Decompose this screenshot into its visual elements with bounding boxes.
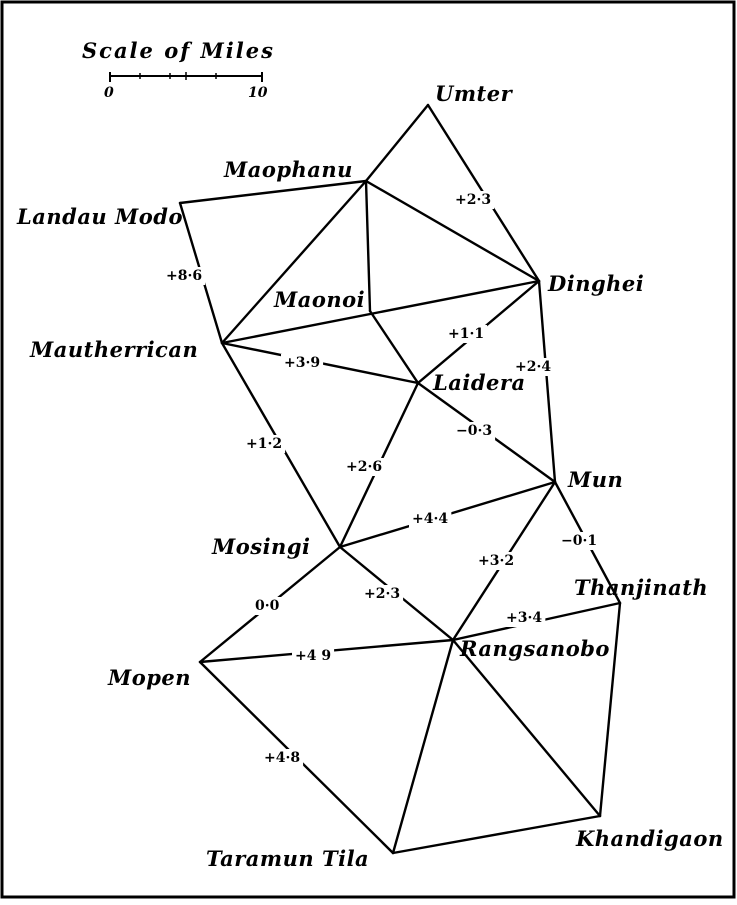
edge-label-background bbox=[452, 191, 495, 209]
edge-maophanu-maonoi bbox=[364, 179, 372, 313]
station-thanjinath: Thanjinath bbox=[574, 575, 708, 600]
edge-label-background bbox=[445, 325, 488, 343]
edge-label-background bbox=[252, 597, 283, 615]
edge-label-background bbox=[243, 435, 286, 453]
edge-maonoi-laidera bbox=[368, 309, 420, 385]
scale-start-label: 0 bbox=[104, 85, 114, 101]
edge-umter-maophanu bbox=[364, 103, 430, 183]
edge-label-background bbox=[409, 510, 452, 528]
height-difference-labels: +2·3 +8·6 +3·9 +1·2 +1·1 +2·4 −0·3 +2·6 +4·4 +3·2… bbox=[163, 191, 601, 767]
station-maonoi: Maonoi bbox=[273, 287, 365, 312]
edge-label-mosingi-mopen: 0·0 bbox=[255, 598, 280, 614]
station-rangsanobo: Rangsanobo bbox=[459, 636, 610, 661]
edge-label-dinghei-laidera: +1·1 bbox=[448, 326, 484, 342]
edge-label-background bbox=[261, 749, 304, 767]
edge-label-background bbox=[281, 354, 324, 372]
edge-label-mautherrican-mosingi: +1·2 bbox=[246, 436, 282, 452]
edge-label-background bbox=[292, 647, 335, 665]
edge-label-mautherrican-laidera: +3·9 bbox=[284, 355, 320, 371]
edge-label-laidera-mosingi: +2·6 bbox=[346, 459, 382, 475]
edge-label-thanjinath-rangsanobo: +3·4 bbox=[506, 610, 542, 626]
edge-label-mosingi-rangsanobo: +2·3 bbox=[364, 586, 400, 602]
edge-label-dinghei-mun: +2·4 bbox=[515, 359, 551, 375]
network-edges bbox=[178, 103, 622, 855]
edge-label-background bbox=[453, 422, 496, 440]
edge-label-background bbox=[163, 267, 206, 285]
scale-end-label: 10 bbox=[248, 85, 268, 101]
station-mosingi: Mosingi bbox=[211, 534, 310, 559]
edge-label-landau-modo-mautherrican: +8·6 bbox=[166, 268, 202, 284]
edge-rangsanobo-khandigaon bbox=[451, 638, 602, 818]
station-umter: Umter bbox=[435, 81, 514, 106]
edge-maophanu-landau-modo bbox=[178, 179, 368, 205]
edge-label-mopen-taramun-tila: +4·8 bbox=[264, 750, 300, 766]
station-taramun-tila: Taramun Tila bbox=[206, 846, 369, 871]
edge-label-background bbox=[361, 585, 404, 603]
edge-rangsanobo-taramun-tila bbox=[391, 638, 455, 855]
edge-label-background bbox=[343, 458, 386, 476]
station-landau-modo: Landau Modo bbox=[16, 204, 183, 229]
edge-khandigaon-taramun-tila bbox=[391, 814, 602, 855]
edge-mautherrican-dinghei bbox=[220, 279, 541, 345]
station-mun: Mun bbox=[567, 467, 623, 492]
edge-thanjinath-khandigaon bbox=[598, 601, 622, 818]
station-laidera: Laidera bbox=[432, 370, 526, 395]
edge-maophanu-dinghei bbox=[364, 179, 541, 283]
edge-dinghei-mun bbox=[537, 279, 557, 484]
station-dinghei: Dinghei bbox=[547, 271, 644, 296]
edge-label-mun-rangsanobo: +3·2 bbox=[478, 553, 514, 569]
edge-label-background bbox=[512, 358, 555, 376]
scale-bar: Scale of Miles 0 10 bbox=[82, 38, 275, 101]
station-mautherrican: Mautherrican bbox=[29, 337, 198, 362]
edge-label-mun-thanjinath: −0·1 bbox=[561, 533, 597, 549]
edge-label-background bbox=[558, 532, 601, 550]
station-maophanu: Maophanu bbox=[223, 157, 353, 182]
edge-maophanu-mautherrican bbox=[220, 179, 368, 345]
edge-label-mun-mosingi: +4·4 bbox=[412, 511, 448, 527]
edge-label-background bbox=[503, 609, 546, 627]
edge-label-mopen-rangsanobo: +4 9 bbox=[295, 648, 331, 664]
station-mopen: Mopen bbox=[107, 665, 191, 690]
scale-title: Scale of Miles bbox=[82, 38, 275, 63]
edge-label-laidera-mun: −0·3 bbox=[456, 423, 492, 439]
edge-label-background bbox=[475, 552, 518, 570]
station-khandigaon: Khandigaon bbox=[575, 826, 724, 851]
edge-label-umter-dinghei: +2·3 bbox=[455, 192, 491, 208]
